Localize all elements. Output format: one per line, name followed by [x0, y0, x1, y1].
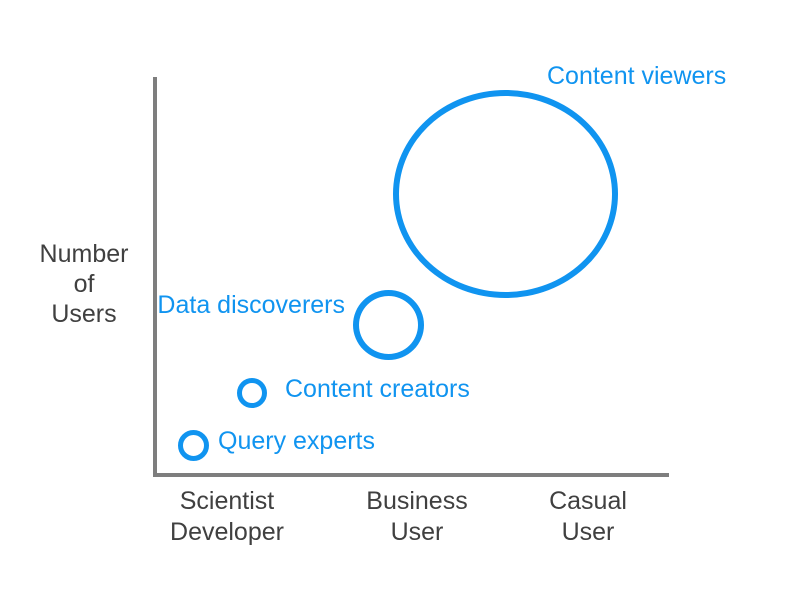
bubble-content-creators — [237, 378, 267, 408]
x-axis-label-scientist-developer: Scientist Developer — [170, 487, 284, 546]
x-axis-line — [153, 473, 669, 477]
y-axis-line — [153, 77, 157, 477]
bubble-label-query-experts: Query experts — [218, 427, 376, 455]
bubble-label-content-creators: Content creators — [285, 375, 470, 403]
x-axis-label-casual-user: Casual User — [549, 487, 627, 546]
x-axis-label-business-user: Business User — [366, 487, 468, 546]
bubble-content-viewers — [393, 90, 618, 298]
y-axis-title: Number of Users — [39, 240, 129, 328]
bubble-label-content-viewers: Content viewers — [547, 62, 727, 90]
bubble-label-data-discoverers: Data discoverers — [157, 291, 345, 319]
bubble-query-experts — [178, 430, 209, 461]
bubble-data-discoverers — [353, 290, 424, 360]
